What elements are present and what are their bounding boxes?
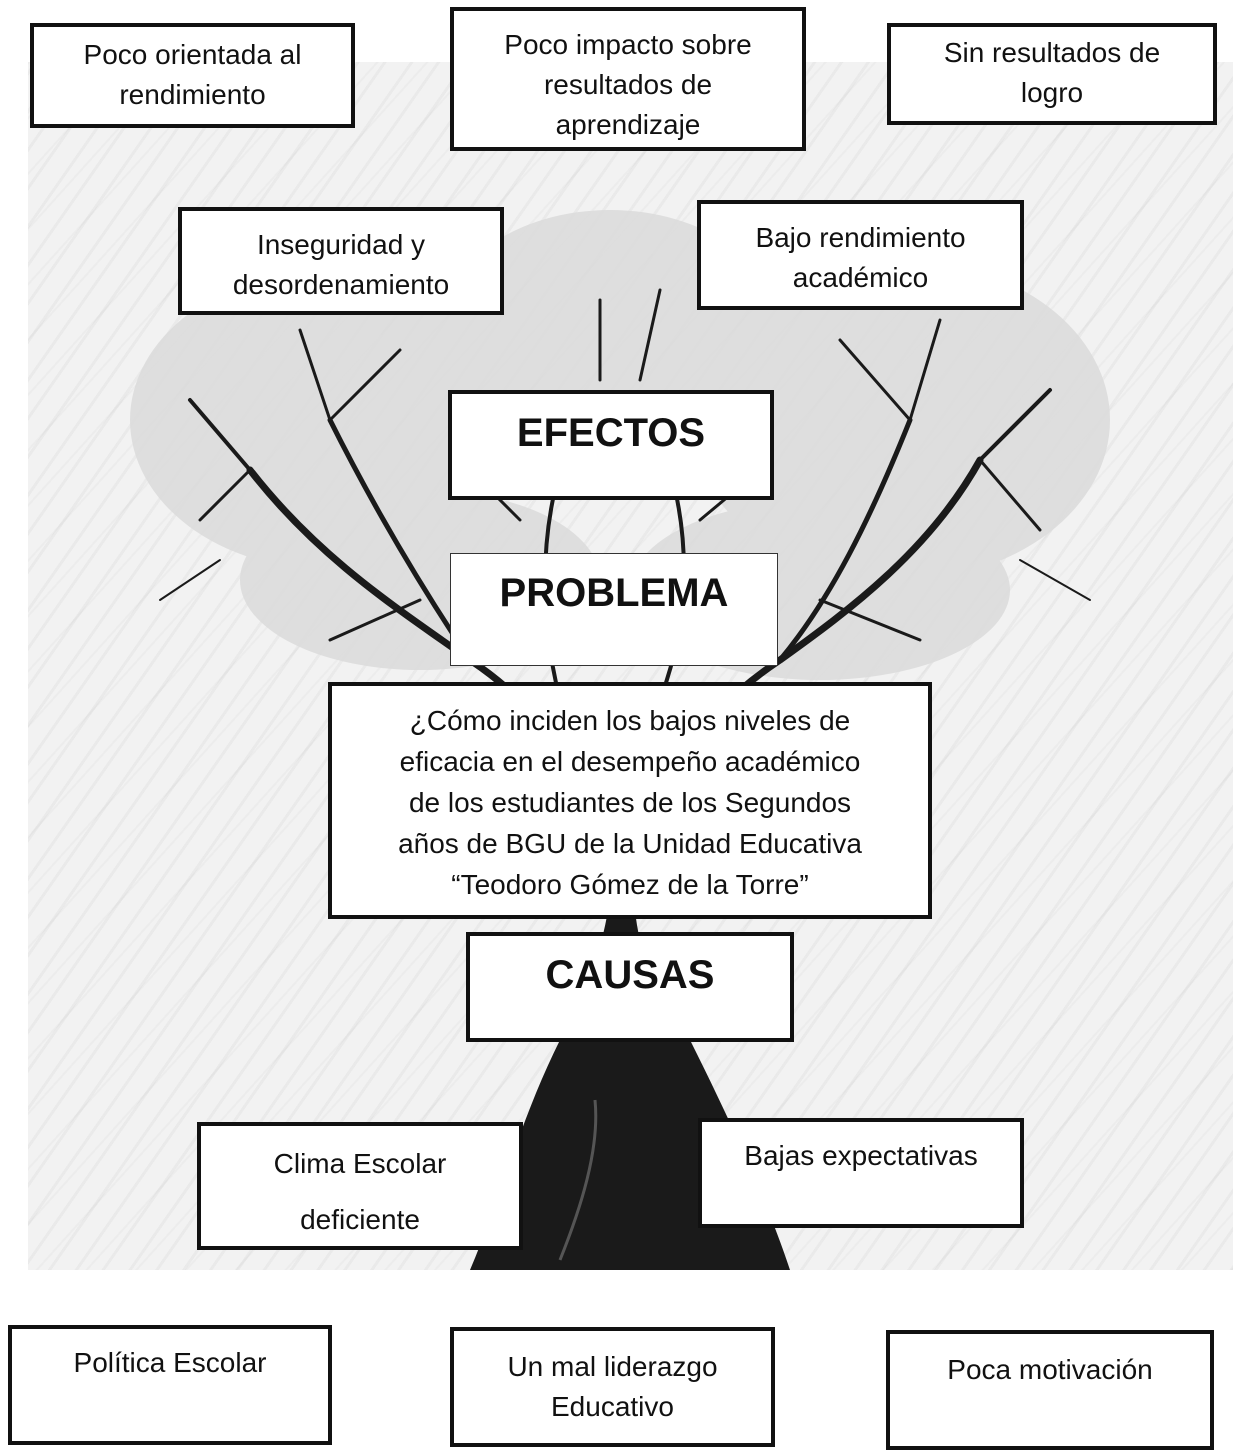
causes-heading-box: CAUSAS	[466, 932, 794, 1042]
cause-box-5: Poca motivación	[886, 1330, 1214, 1450]
causes-heading: CAUSAS	[545, 953, 715, 997]
effect-box-1: Poco orientada al rendimiento	[30, 23, 355, 128]
tree-trunk-highlight	[558, 1099, 598, 1261]
cause-text-4: Un mal liderazgo Educativo	[507, 1351, 718, 1422]
cause-text-5: Poca motivación	[947, 1354, 1153, 1385]
cause-box-1: Clima Escolar deficiente	[197, 1122, 523, 1250]
cause-text-1a: Clima Escolar	[273, 1148, 447, 1179]
problem-heading: PROBLEMA	[499, 571, 729, 615]
cause-box-4: Un mal liderazgo Educativo	[450, 1327, 775, 1447]
effect-text-5: Bajo rendimiento académico	[755, 222, 966, 293]
cause-text-3: Política Escolar	[73, 1347, 267, 1378]
effect-text-2: Poco impacto sobre resultados de aprendi…	[504, 29, 752, 140]
effect-box-2: Poco impacto sobre resultados de aprendi…	[450, 7, 806, 151]
effect-text-4: Inseguridad y desordenamiento	[232, 229, 450, 300]
problem-statement-box: ¿Cómo inciden los bajos niveles de efica…	[328, 682, 932, 919]
effects-heading-box: EFECTOS	[448, 390, 774, 500]
cause-text-1b: deficiente	[300, 1204, 420, 1235]
effect-text-1: Poco orientada al rendimiento	[83, 39, 302, 110]
effect-text-3: Sin resultados de logro	[943, 37, 1161, 108]
effect-box-4: Inseguridad y desordenamiento	[178, 207, 504, 315]
problem-statement-text: ¿Cómo inciden los bajos niveles de efica…	[398, 705, 862, 900]
problem-heading-box: PROBLEMA	[450, 553, 778, 666]
cause-box-2: Bajas expectativas	[698, 1118, 1024, 1228]
cause-text-2: Bajas expectativas	[744, 1140, 978, 1171]
effect-box-3: Sin resultados de logro	[887, 23, 1217, 125]
effects-heading: EFECTOS	[516, 411, 706, 455]
cause-box-3: Política Escolar	[8, 1325, 332, 1445]
effect-box-5: Bajo rendimiento académico	[697, 200, 1024, 310]
